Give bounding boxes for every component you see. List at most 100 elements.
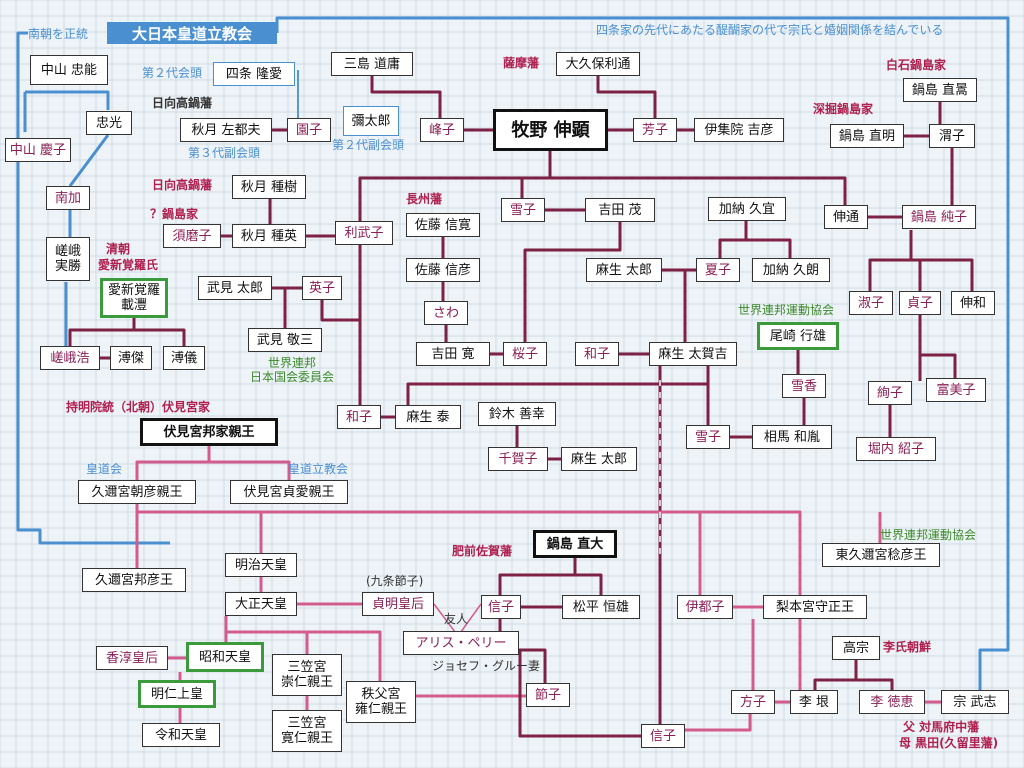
person-soma[interactable]: 相馬 和胤 [752,425,832,449]
person-mikasa-tomohito[interactable]: 三笠宮寛仁親王 [272,710,342,752]
person-nanka[interactable]: 南加 [46,186,90,210]
person-yi-un[interactable]: 李 垠 [790,690,838,714]
label-choshu: 長州藩 [406,192,443,206]
person-nobuko1[interactable]: 信子 [481,595,521,619]
person-kuni-kunihiko[interactable]: 久邇宮邦彦王 [82,568,186,592]
person-tomiko[interactable]: 富美子 [926,378,986,402]
person-yukika[interactable]: 雪香 [782,374,826,398]
person-meiji[interactable]: 明治天皇 [225,553,297,577]
person-yukiko1[interactable]: 雪子 [501,198,545,222]
person-showa[interactable]: 昭和天皇 [186,642,264,672]
person-kazuko1[interactable]: 和子 [575,342,619,366]
person-reiwa[interactable]: 令和天皇 [142,723,220,747]
person-higashikuni[interactable]: 東久邇宮稔彦王 [822,543,940,567]
label-lee: 李氏朝鮮 [883,640,932,654]
person-kazuko2[interactable]: 和子 [337,405,381,429]
person-mineko[interactable]: 峰子 [420,118,464,142]
person-akihito[interactable]: 明仁上皇 [138,680,216,708]
person-deokhye[interactable]: 李 徳恵 [859,690,925,714]
person-masako[interactable]: 方子 [731,690,775,714]
person-saga-hiro[interactable]: 嵯峨浩 [40,346,100,370]
person-kuni-asahiko[interactable]: 久邇宮朝彦親王 [78,480,196,504]
person-kano-hisayoshi[interactable]: 加納 久宜 [708,197,786,221]
person-teimei[interactable]: 貞明皇后 [362,592,434,616]
person-sawa[interactable]: さわ [424,301,468,325]
person-suzuki-zenko[interactable]: 鈴木 善幸 [478,402,556,426]
person-chichibu[interactable]: 秩父宮雍仁親王 [346,681,416,723]
person-fushimi-sadanaru[interactable]: 伏見宮貞愛親王 [230,480,348,504]
person-yukiko2[interactable]: 雪子 [686,425,730,449]
person-tadamitsu[interactable]: 忠光 [86,111,132,135]
person-yataro[interactable]: 彌太郎 [343,106,399,136]
person-shukuko[interactable]: 淑子 [849,291,893,315]
person-yoshiko[interactable]: 芳子 [633,118,677,142]
person-shijo[interactable]: 四条 隆愛 [213,62,295,86]
person-setsuko[interactable]: 節子 [526,683,570,707]
person-nakayama-yoshiko[interactable]: 中山 慶子 [5,138,71,162]
header-prefix: 南朝を正統 [28,27,89,41]
person-mishima[interactable]: 三島 道庸 [331,52,413,76]
label-hizen: 肥前佐賀藩 [452,544,513,558]
label-qing: 清朝 [106,242,131,256]
person-kanako[interactable]: 渭子 [929,124,975,148]
person-aso-taro2[interactable]: 麻生 太郎 [561,447,637,471]
person-teiko[interactable]: 貞子 [899,291,941,315]
person-so-takeyuki[interactable]: 宗 武志 [941,690,1009,714]
person-itsuko[interactable]: 伊都子 [677,595,733,619]
person-kano-hisaakira[interactable]: 加納 久朗 [752,258,830,282]
person-nashimoto[interactable]: 梨本宮守正王 [763,595,867,619]
person-mikasa-takahito[interactable]: 三笠宮崇仁親王 [272,654,342,696]
person-sakurako[interactable]: 桜子 [503,342,547,366]
label-second-vice: 第２代副会頭 [332,138,405,152]
person-nobuko2[interactable]: 信子 [641,724,685,748]
person-natsuko[interactable]: 夏子 [696,258,740,282]
person-suzuko[interactable]: 須磨子 [163,224,221,248]
person-nabeshima-naokata[interactable]: 鍋島 直暠 [903,78,977,102]
person-aso-taro1[interactable]: 麻生 太郎 [586,258,662,282]
person-kojun[interactable]: 香淳皇后 [96,646,168,670]
person-nabeshima-junko[interactable]: 鍋島 純子 [902,205,976,229]
person-chikako[interactable]: 千賀子 [488,447,548,471]
person-sato-nobuhiro[interactable]: 佐藤 信寛 [406,213,480,237]
person-akizuki-satsuo[interactable]: 秋月 左都夫 [180,118,272,142]
person-makino[interactable]: 牧野 伸顕 [493,109,608,151]
person-ijuin[interactable]: 伊集院 吉彦 [694,118,784,142]
person-junko2[interactable]: 絢子 [868,381,912,405]
label-fukahori: 深掘鍋島家 [813,102,874,116]
person-nobumichi[interactable]: 伸通 [824,205,868,229]
person-aisin-gioro[interactable]: 愛新覚羅載灃 [100,278,168,318]
person-puyi[interactable]: 溥儀 [163,346,205,370]
person-nabeshima-naoaki[interactable]: 鍋島 直明 [830,124,904,148]
person-aso-takakichi[interactable]: 麻生 太賀吉 [649,342,737,366]
person-gojong[interactable]: 高宗 [832,636,880,660]
person-aso-yutaka[interactable]: 麻生 泰 [395,405,461,429]
person-toshitakeko[interactable]: 利武子 [335,221,393,245]
person-yoshida-shigeru[interactable]: 吉田 茂 [585,198,655,222]
person-nobukazu[interactable]: 伸和 [951,291,995,315]
person-matsudaira[interactable]: 松平 恒雄 [562,595,640,619]
person-takemi-taro[interactable]: 武見 太郎 [198,276,272,300]
person-taisho[interactable]: 大正天皇 [225,592,297,616]
person-akizuki-taneki[interactable]: 秋月 種樹 [232,175,306,199]
person-akizuki-tanehide[interactable]: 秋月 種英 [232,224,306,248]
person-nabeshima-naohiro[interactable]: 鍋島 直大 [533,530,617,558]
label-hyuga1: 日向高鍋藩 [152,96,213,110]
person-eiko[interactable]: 英子 [302,276,342,300]
label-shiraishi: 白石鍋島家 [886,58,947,72]
person-yoshida-hiroshi[interactable]: 吉田 寛 [416,342,490,366]
label-wf-japan: 世界連邦日本国会委員会 [250,356,335,384]
person-saga-sanekatsu[interactable]: 嵯峨実勝 [46,237,90,281]
person-nakayama-tadayasu[interactable]: 中山 忠能 [30,55,108,85]
person-sonoko[interactable]: 園子 [287,118,331,142]
label-aisin: 愛新覚羅氏 [98,258,159,272]
person-takemi-keizo[interactable]: 武見 敬三 [248,328,322,352]
person-fushiminomiya-kuniie[interactable]: 伏見宮邦家親王 [140,418,278,446]
person-pujie[interactable]: 溥傑 [110,346,152,370]
person-alice[interactable]: アリス・ペリー [403,631,519,655]
person-sato-nobuhiko[interactable]: 佐藤 信彦 [406,258,480,282]
person-ozaki[interactable]: 尾崎 行雄 [757,322,839,350]
person-okubo[interactable]: 大久保利通 [556,52,640,76]
person-horiuchi[interactable]: 堀内 紹子 [856,437,936,461]
label-father: 父 対馬府中藩 [903,720,980,734]
label-friend: 友人 [444,612,469,626]
